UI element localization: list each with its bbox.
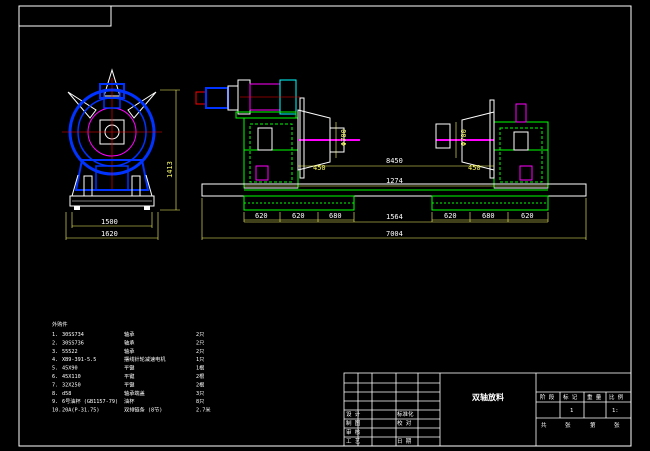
dim-seg-right-1: 620 [444,212,457,220]
parts-item-spec: 30SS734 [62,332,84,338]
parts-item-qty: 1根 [196,364,204,372]
parts-item-spec: 55522 [62,349,78,355]
tb-header-1: 标 记 [563,393,578,401]
parts-item-no: 10. [52,408,61,414]
parts-item-qty: 2根 [196,380,204,388]
tb-label-2: 制 图 [346,419,361,427]
dim-side-width-outer: 1620 [101,230,118,238]
side-dimensions [65,89,180,240]
tb-label-3: 审 核 [346,428,361,436]
parts-item-qty: 8只 [196,398,204,405]
tb-header-3: 比 例 [609,393,624,401]
title-drawing-name: 双轴放料 [472,392,504,402]
parts-item-spec: 32X250 [62,382,81,388]
parts-item-spec: 45X110 [62,374,81,380]
parts-item-no: 7. [52,382,58,388]
left-stand [243,117,299,189]
tb-sheet-total: 张 [565,421,571,429]
parts-item-no: 6. [52,374,58,380]
tb-label-5: 工 艺 [346,438,361,445]
parts-item-no: 8. [52,391,58,397]
parts-item-no: 3. [52,349,58,355]
tb-label-1: 标准化 [397,410,414,418]
drive-motor [195,79,300,119]
right-stand [493,103,549,189]
parts-item-name: 平键 [124,364,134,372]
parts-item-no: 5. [52,366,58,372]
parts-item-spec: 30SS736 [62,340,84,346]
parts-list: 外购件 [52,320,68,328]
parts-item-name: 平键 [124,372,134,380]
parts-item-name: 摆线针轮减速电机 [124,355,166,363]
dim-vert-right: Φ700 [460,129,468,146]
side-view [62,68,162,210]
parts-item-qty: 2只 [196,331,204,338]
parts-heading: 外购件 [52,320,68,328]
drawing-border [18,5,632,447]
right-mandrel [435,99,495,179]
side-base [69,195,155,207]
parts-item-name: 平键 [124,380,134,388]
tb-label-0: 设 计 [346,410,361,418]
parts-item-spec: XB9-391-5.5 [62,357,96,363]
tb-sheet-label: 共 [541,421,547,429]
tb-sheet: 1 [570,408,573,414]
parts-item-name: 轴承端盖 [124,389,145,397]
dim-seg-left-1: 620 [255,212,268,220]
left-mandrel [297,97,360,179]
parts-item-spec: 45X90 [62,366,78,372]
dim-seg-left-2: 620 [292,212,305,220]
parts-rows: 1. 30SS734 轴承 2只 2. 30SS736 轴承 2只 3. 55522 轴承 2只 4. X… [52,330,211,414]
dim-seg-right-2: 680 [482,212,495,220]
parts-item-name: 双排链条 (8节) [124,406,162,414]
tb-header-0: 阶 段 [540,393,555,401]
tb-label-4: 校 对 [397,419,412,427]
tb-sheet-no: 张 [614,421,620,429]
parts-item-spec: d58 [62,391,71,397]
dim-1274: 1274 [386,177,403,185]
parts-item-name: 油杯 [124,397,135,405]
parts-item-no: 1. [52,332,58,338]
parts-item-name: 轴承 [124,330,135,338]
dim-1564: 1564 [386,213,403,221]
tb-label-6: 日 期 [397,438,412,445]
parts-item-name: 轴承 [124,347,135,355]
parts-item-spec: 20A(P-31.75) [62,408,99,414]
front-base [201,183,587,211]
dim-vert-left: Φ700 [340,129,348,146]
parts-item-qty: 2只 [196,348,204,355]
dim-450-right: 450 [468,164,481,172]
tb-sheet-no-label: 第 [590,421,596,429]
dim-side-height: 1413 [166,161,174,178]
parts-item-qty: 2.7米 [196,406,211,414]
parts-item-spec: 6号油杯 (GB1157-79) [62,397,118,405]
tb-header-2: 重 量 [587,393,602,401]
parts-item-qty: 2根 [196,372,204,380]
parts-item-no: 2. [52,340,58,346]
parts-item-no: 9. [52,399,58,405]
title-block [343,372,632,447]
parts-item-name: 轴承 [124,338,135,346]
parts-item-qty: 2只 [196,339,204,346]
dim-total-length: 7004 [386,230,403,238]
parts-item-no: 4. [52,357,58,363]
dim-450-left: 450 [313,164,326,172]
parts-item-qty: 1只 [196,356,204,363]
tb-scale: 1: [612,408,619,414]
dim-side-width-inner: 1500 [101,218,118,226]
parts-item-qty: 3只 [196,390,204,397]
dim-8450: 8450 [386,157,403,165]
front-dimension-lines [201,165,587,240]
header-box [18,5,112,27]
dim-seg-left-3: 680 [329,212,342,220]
dim-seg-right-3: 620 [521,212,534,220]
